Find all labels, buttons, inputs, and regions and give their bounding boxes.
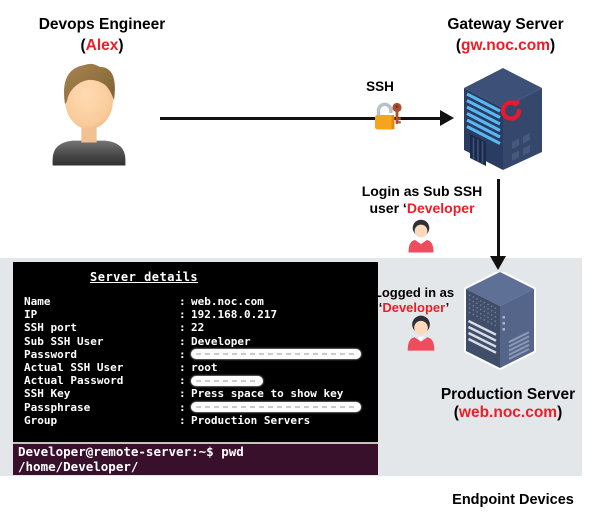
field-value: 22: [191, 321, 205, 335]
paren: ): [557, 403, 563, 421]
prompt-output-line: /home/Developer/: [18, 458, 139, 474]
paren: ): [550, 37, 556, 54]
field-label: Passphrase: [24, 400, 91, 414]
field-label: IP: [24, 308, 38, 322]
field-value: [191, 348, 378, 361]
field-value: web.noc.com: [191, 295, 264, 308]
terminal-row: SSH Key: Press space to show key: [13, 387, 378, 400]
gateway-server-label: Gateway Server (gw.noc.com): [423, 14, 588, 56]
redacted-value: [191, 349, 361, 360]
field-label: SSH Key: [24, 387, 71, 401]
logged-user-icon: [407, 315, 435, 351]
colon: :: [179, 321, 186, 335]
devops-name: (Alex): [18, 35, 186, 56]
logged-in-label: Logged in as ‘Developer’: [358, 285, 470, 315]
logged-line1: Logged in as: [373, 285, 455, 300]
terminal-row: Name: web.noc.com: [13, 295, 378, 308]
colon: :: [179, 400, 186, 414]
field-label: Actual SSH User: [24, 361, 124, 375]
terminal-row: Actual Password:: [13, 374, 378, 387]
gateway-host: (gw.noc.com): [423, 35, 588, 56]
devops-avatar-icon: [52, 63, 126, 166]
logged-line2: ‘Developer’: [358, 300, 470, 315]
colon: :: [179, 295, 186, 308]
terminal-row: Actual SSH User: root: [13, 361, 378, 374]
field-value: root: [191, 361, 218, 375]
prompt-command-line: Developer@remote-server:~$ pwd: [18, 444, 244, 459]
quote: ‘: [378, 300, 383, 315]
devops-title: Devops Engineer: [38, 16, 166, 33]
field-value: 192.168.0.217: [191, 308, 278, 322]
paren: ): [118, 37, 124, 54]
field-label: Password: [24, 347, 77, 361]
login-label: Login as Sub SSH user ‘Developer: [352, 183, 492, 217]
production-server-icon: [464, 272, 536, 370]
paren: (: [455, 37, 461, 54]
login-arrow: [497, 179, 500, 257]
field-value: Developer: [191, 334, 251, 348]
login-line2: user ‘Developer: [352, 200, 492, 217]
colon: :: [179, 347, 186, 361]
ssh-label: SSH: [366, 79, 394, 94]
colon: :: [179, 308, 186, 322]
field-label: Actual Password: [24, 374, 124, 388]
gateway-server-icon: [464, 68, 542, 170]
terminal-row: IP:192.168.0.217: [13, 308, 378, 321]
production-title: Production Server: [440, 386, 576, 403]
ssh-arrow: [160, 117, 442, 120]
colon: :: [179, 361, 186, 375]
field-label: SSH port: [24, 321, 77, 335]
devops-engineer-label: Devops Engineer (Alex): [18, 14, 186, 56]
terminal-title: Server details: [90, 270, 199, 284]
ssh-arrowhead: [440, 110, 454, 126]
terminal-row: SSH port:22: [13, 321, 378, 334]
colon: :: [179, 374, 186, 388]
devops-name-text: Alex: [85, 37, 119, 54]
production-host-text: web.noc.com: [458, 403, 558, 421]
login-line1: Login as Sub SSH: [361, 183, 483, 199]
paren: (: [453, 403, 459, 421]
field-value: [191, 374, 378, 387]
quote: ’: [445, 300, 450, 315]
field-value: [191, 401, 378, 414]
login-user-icon: [408, 219, 434, 253]
login-user-text: Developer: [406, 200, 475, 216]
terminal-row: Password:: [13, 348, 378, 361]
padlock-key-icon: [375, 102, 402, 130]
field-label: Sub SSH User: [24, 334, 104, 348]
gateway-title: Gateway Server: [447, 16, 564, 33]
endpoint-devices-label: Endpoint Devices: [452, 492, 574, 508]
production-host: (web.noc.com): [424, 404, 592, 422]
field-value: Production Servers: [191, 413, 311, 427]
redacted-value: [191, 402, 361, 413]
gateway-host-text: gw.noc.com: [461, 37, 550, 54]
login-prefix: user ‘: [369, 200, 407, 216]
field-value: Press space to show key: [191, 387, 344, 401]
production-server-label: Production Server (web.noc.com): [424, 386, 592, 421]
colon: :: [179, 387, 186, 401]
terminal-row: Group: Production Servers: [13, 414, 378, 427]
field-label: Group: [24, 413, 58, 427]
terminal-row: Passphrase:: [13, 401, 378, 414]
logged-user-text: Developer: [382, 300, 446, 315]
field-label: Name: [24, 295, 51, 308]
paren: (: [80, 37, 86, 54]
login-arrowhead: [490, 256, 506, 270]
terminal-prompt: Developer@remote-server:~$ pwd /home/Dev…: [13, 442, 378, 475]
terminal-row: Sub SSH User: Developer: [13, 335, 378, 348]
colon: :: [179, 413, 186, 427]
colon: :: [179, 334, 186, 348]
redacted-value: [191, 375, 263, 386]
